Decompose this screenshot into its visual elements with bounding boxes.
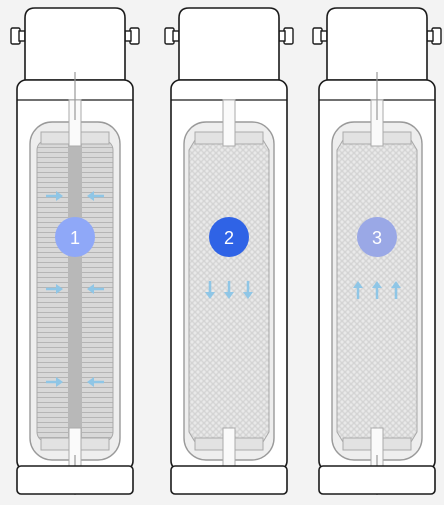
inlet-connector-icon [11, 28, 25, 44]
inlet-connector-icon [313, 28, 327, 44]
outlet-connector-icon [279, 28, 293, 44]
stage-number: 2 [224, 228, 234, 248]
outlet-connector-icon [427, 28, 441, 44]
filter-housing-1: 1 [11, 8, 139, 495]
filter-head [25, 8, 125, 80]
filter-head [327, 8, 427, 80]
filter-housing-3: 3 [313, 8, 441, 495]
center-core [68, 140, 82, 442]
filter-base [171, 466, 287, 494]
outlet-connector-icon [125, 28, 139, 44]
stage-number: 3 [372, 228, 382, 248]
filter-head [179, 8, 279, 80]
upper-tube [223, 100, 235, 146]
stage-badge-3: 3 [357, 217, 397, 257]
filter-base [17, 466, 133, 494]
inlet-connector-icon [165, 28, 179, 44]
stage-number: 1 [70, 228, 80, 248]
filter-housing-2: 2 [165, 8, 293, 494]
stage-badge-2: 2 [209, 217, 249, 257]
stage-badge-1: 1 [55, 217, 95, 257]
filter-base [319, 466, 435, 494]
